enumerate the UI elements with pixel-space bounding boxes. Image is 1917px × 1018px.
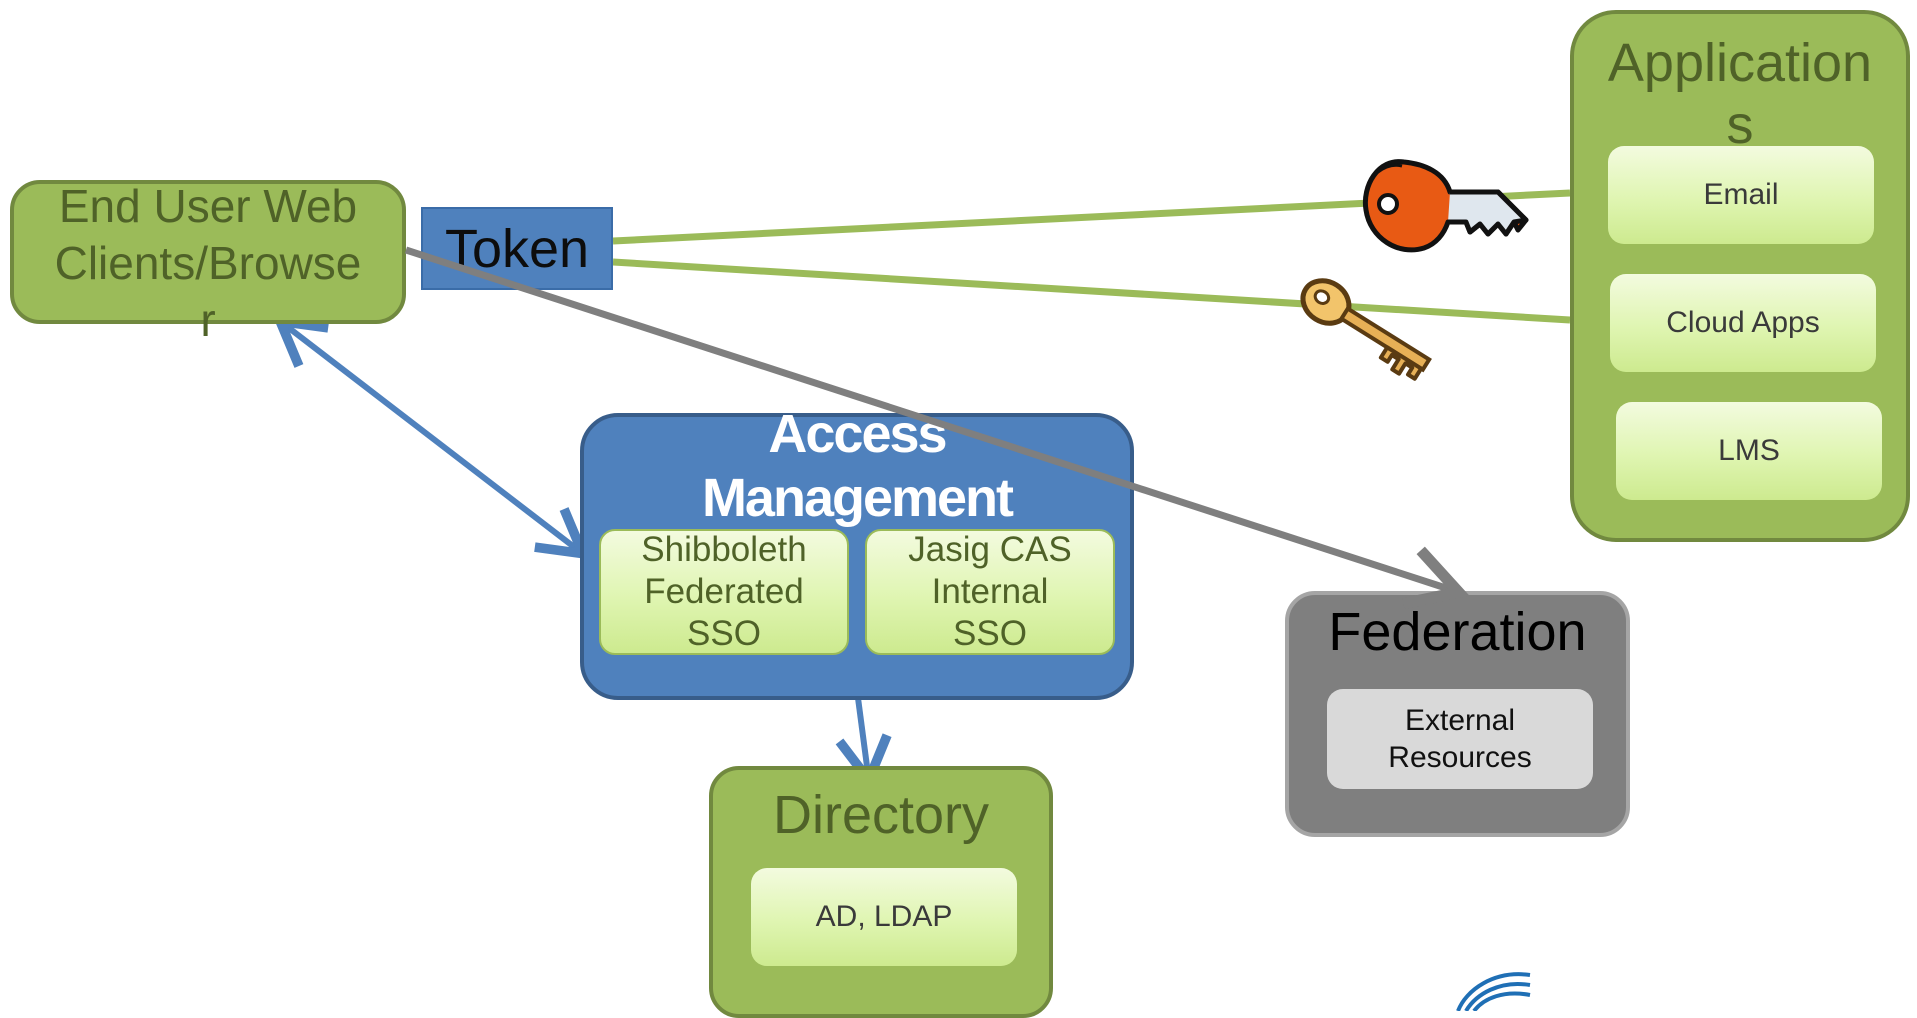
directory-node: Directory AD, LDAP [709,766,1053,1018]
logo-arc-icon [1456,972,1531,1011]
orange-key-icon [1362,159,1529,253]
browser-federation-arrow [404,246,1470,610]
gold-key-icon [1300,278,1432,381]
access-management-label: Access Management [701,404,1014,528]
applications-label: Application s [1607,33,1873,156]
access-management-node: Access Management Shibboleth Federated S… [580,404,1134,700]
shibboleth-item: Shibboleth Federated SSO [599,529,849,655]
end-user-label: End User Web Clients/Browse r [54,180,362,347]
applications-node: Application s Email Cloud Apps LMS [1570,10,1910,542]
end-user-node: End User Web Clients/Browse r [10,180,406,346]
federation-label: Federation [1328,602,1587,662]
access-management-directory-arrow [835,697,892,790]
cloud-apps-item: Cloud Apps [1610,274,1876,372]
token-to-cloud-apps-line [612,258,1571,324]
token-badge: Token [421,207,613,290]
external-resources-item: External Resources [1327,689,1593,789]
federation-node: Federation External Resources [1285,591,1630,837]
jasig-cas-item: Jasig CAS Internal SSO [865,529,1115,655]
email-item: Email [1608,146,1874,244]
directory-label: Directory [772,785,990,845]
browser-access-management-arrow [272,315,591,560]
ad-ldap-item: AD, LDAP [751,868,1017,966]
lms-item: LMS [1616,402,1882,500]
